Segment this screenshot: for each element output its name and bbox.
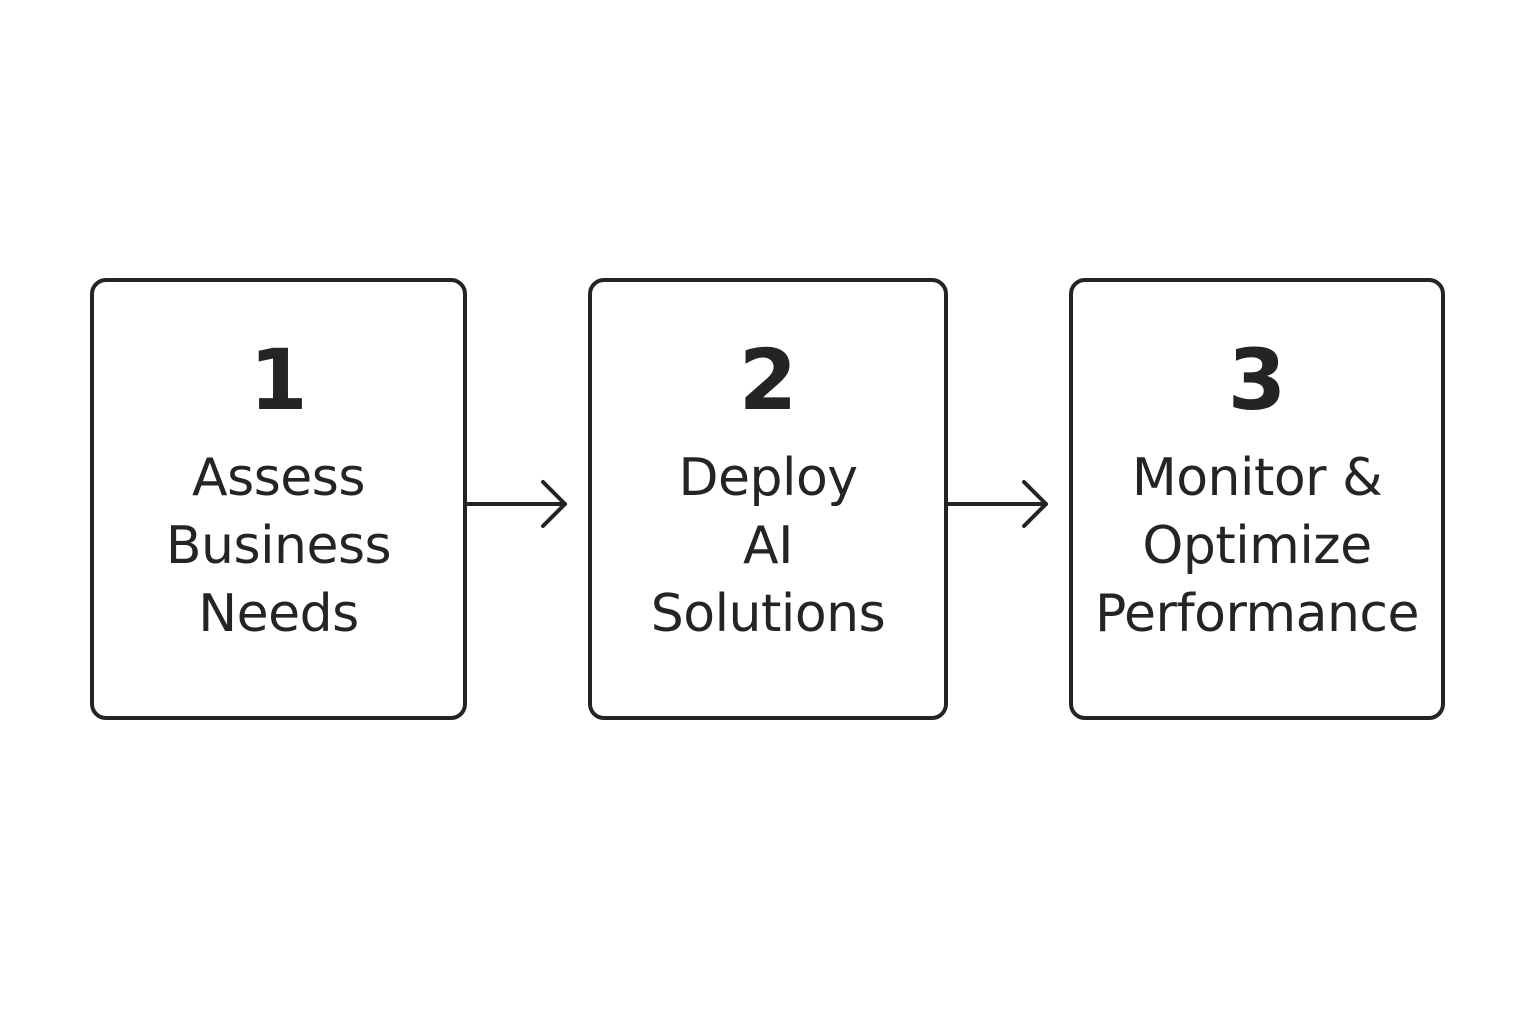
step-3-label-line: Optimize	[1142, 516, 1372, 576]
step-2-label-line: Deploy	[678, 448, 858, 508]
step-2-number: 2	[738, 331, 798, 429]
step-2-label: Deploy AI Solutions	[562, 444, 974, 648]
step-1-label: Assess Business Needs	[64, 444, 493, 648]
step-3-label-line: Performance	[1094, 584, 1420, 644]
step-1-label-line: Assess	[192, 448, 365, 508]
step-2-label-line: Solutions	[650, 584, 886, 644]
step-2-label-line: AI	[743, 516, 793, 576]
step-1-label-line: Needs	[198, 584, 359, 644]
arrow-right-icon	[948, 480, 1048, 528]
step-2-box: 2 Deploy AI Solutions	[588, 278, 948, 720]
step-3-label: Monitor & Optimize Performance	[1043, 444, 1471, 648]
step-1-number: 1	[249, 331, 308, 429]
arrow-right-icon	[467, 480, 567, 528]
step-3-number: 3	[1227, 331, 1287, 429]
step-3-label-line: Monitor &	[1131, 448, 1383, 508]
step-1-box: 1 Assess Business Needs	[90, 278, 467, 720]
step-1-label-line: Business	[165, 516, 392, 576]
step-3-box: 3 Monitor & Optimize Performance	[1069, 278, 1445, 720]
